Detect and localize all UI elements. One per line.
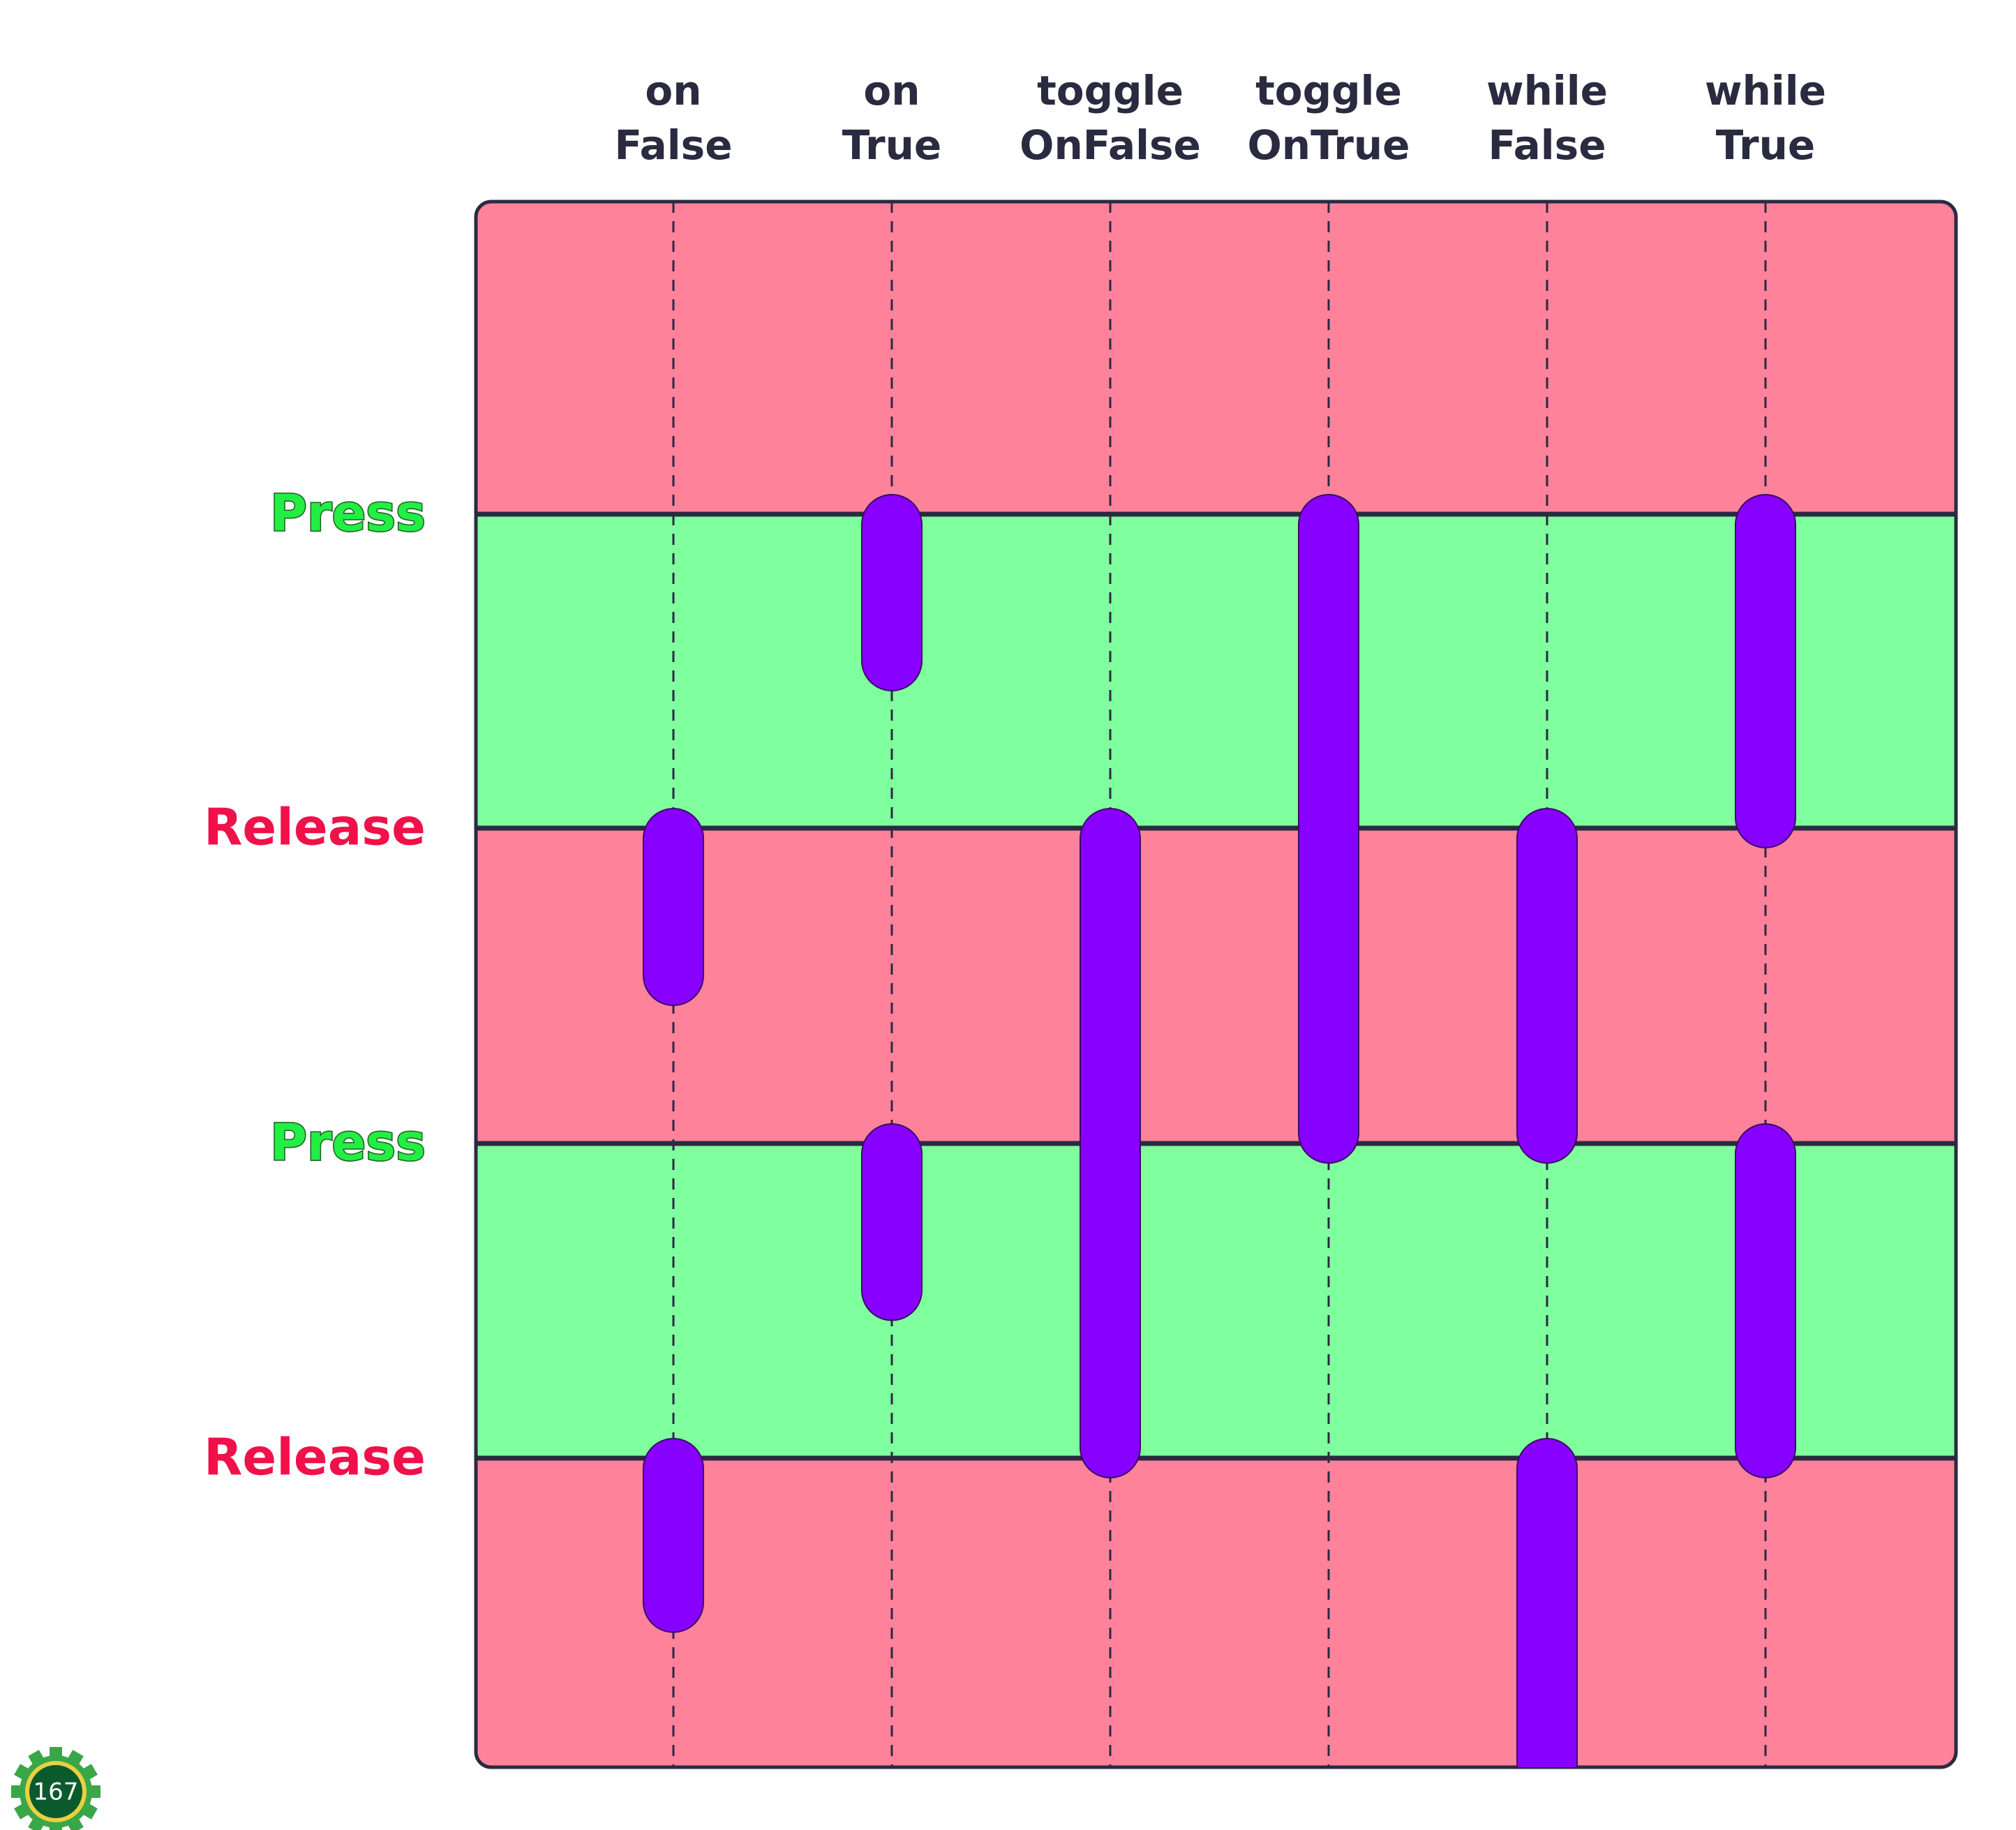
command-run-6	[1516, 808, 1578, 1164]
command-run-8	[1735, 494, 1796, 848]
command-run-7	[1516, 1438, 1578, 1767]
column-header-3-line2: OnTrue	[1247, 121, 1410, 169]
command-run-1	[643, 1438, 704, 1633]
command-run-3	[861, 1123, 923, 1321]
command-runs	[643, 494, 1796, 1767]
command-run-9	[1735, 1123, 1796, 1478]
column-header-5-line1: while	[1705, 67, 1826, 114]
column-header-1-line2: True	[842, 121, 941, 169]
band-pressed	[476, 514, 1956, 828]
badge: 167	[11, 1747, 100, 1830]
column-header-3-line1: toggle	[1255, 67, 1402, 114]
state-bands	[476, 202, 1956, 1767]
command-run-0	[643, 808, 704, 1006]
band-released	[476, 828, 1956, 1143]
command-run-2	[861, 494, 923, 691]
event-label-press: Press	[270, 1113, 426, 1172]
command-run-5	[1298, 494, 1359, 1164]
column-header-4-line1: while	[1486, 67, 1608, 114]
column-header-4-line2: False	[1488, 121, 1606, 169]
badge-number: 167	[33, 1778, 79, 1806]
column-header-0-line1: on	[645, 67, 701, 114]
event-label-release: Release	[204, 1428, 426, 1487]
diagram-frame	[474, 200, 1958, 1769]
column-header-5-line2: True	[1716, 121, 1815, 169]
band-released	[476, 202, 1956, 514]
event-label-press: Press	[270, 484, 426, 543]
column-header-2-line2: OnFalse	[1020, 121, 1201, 169]
band-pressed	[476, 1143, 1956, 1458]
band-released	[476, 1458, 1956, 1767]
column-header-1-line1: on	[863, 67, 920, 114]
event-label-release: Release	[204, 798, 426, 857]
gear-icon	[11, 1747, 100, 1830]
command-run-4	[1080, 808, 1141, 1478]
event-dividers	[476, 511, 1956, 1461]
column-header-0-line2: False	[614, 121, 732, 169]
column-header-2-line1: toggle	[1037, 67, 1184, 114]
